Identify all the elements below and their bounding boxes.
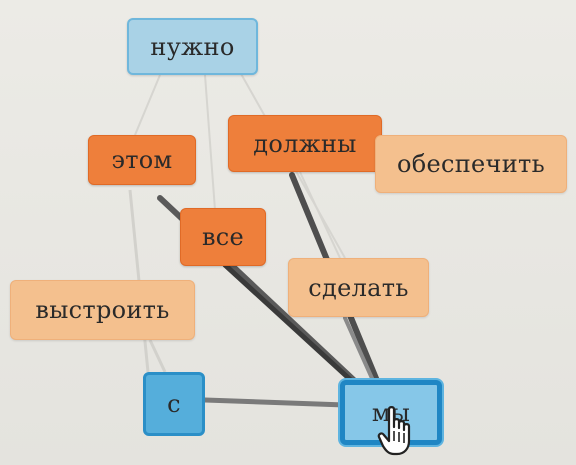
edge-nuzhno-etom [134, 74, 161, 136]
node-dolzhny[interactable]: должны [228, 115, 382, 172]
hand-pointer-icon [377, 406, 411, 456]
node-label-dolzhny: должны [253, 129, 357, 158]
node-label-s: с [167, 390, 181, 418]
edge-vystroit-s [148, 339, 167, 373]
node-etom[interactable]: этом [88, 135, 196, 185]
edge-nuzhno-vse [204, 74, 216, 211]
node-label-nuzhno: нужно [150, 32, 235, 61]
node-vse[interactable]: все [180, 208, 266, 266]
node-label-sdelat: сделать [308, 273, 409, 302]
edge-s-my [202, 397, 348, 408]
node-vystroit[interactable]: выстроить [10, 280, 195, 340]
edge-dolzhny-sdelat [299, 171, 341, 259]
node-nuzhno[interactable]: нужно [127, 18, 258, 75]
node-label-vse: все [201, 223, 245, 251]
node-s[interactable]: с [143, 372, 205, 436]
node-sdelat[interactable]: сделать [288, 258, 429, 317]
node-label-etom: этом [111, 146, 173, 174]
edge-sdelat-my [343, 316, 377, 387]
node-label-vystroit: выстроить [35, 296, 170, 324]
node-obespechit[interactable]: обеспечить [375, 135, 567, 193]
node-label-obespechit: обеспечить [397, 150, 545, 178]
